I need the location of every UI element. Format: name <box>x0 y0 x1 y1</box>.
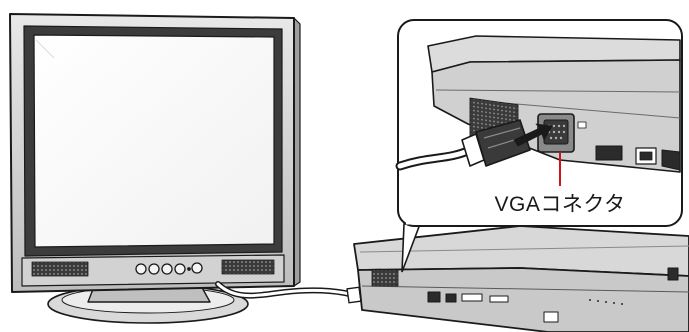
speaker-grille-right <box>222 260 274 274</box>
notebook-front-panel <box>358 268 689 332</box>
notebook-vent <box>372 270 398 286</box>
notebook-vga-port <box>428 292 440 302</box>
lcd-monitor-illustration <box>10 14 300 323</box>
speaker-grille-left <box>32 262 88 276</box>
monitor-screen <box>34 35 274 247</box>
callout-label: VGAコネクタ <box>470 188 650 218</box>
